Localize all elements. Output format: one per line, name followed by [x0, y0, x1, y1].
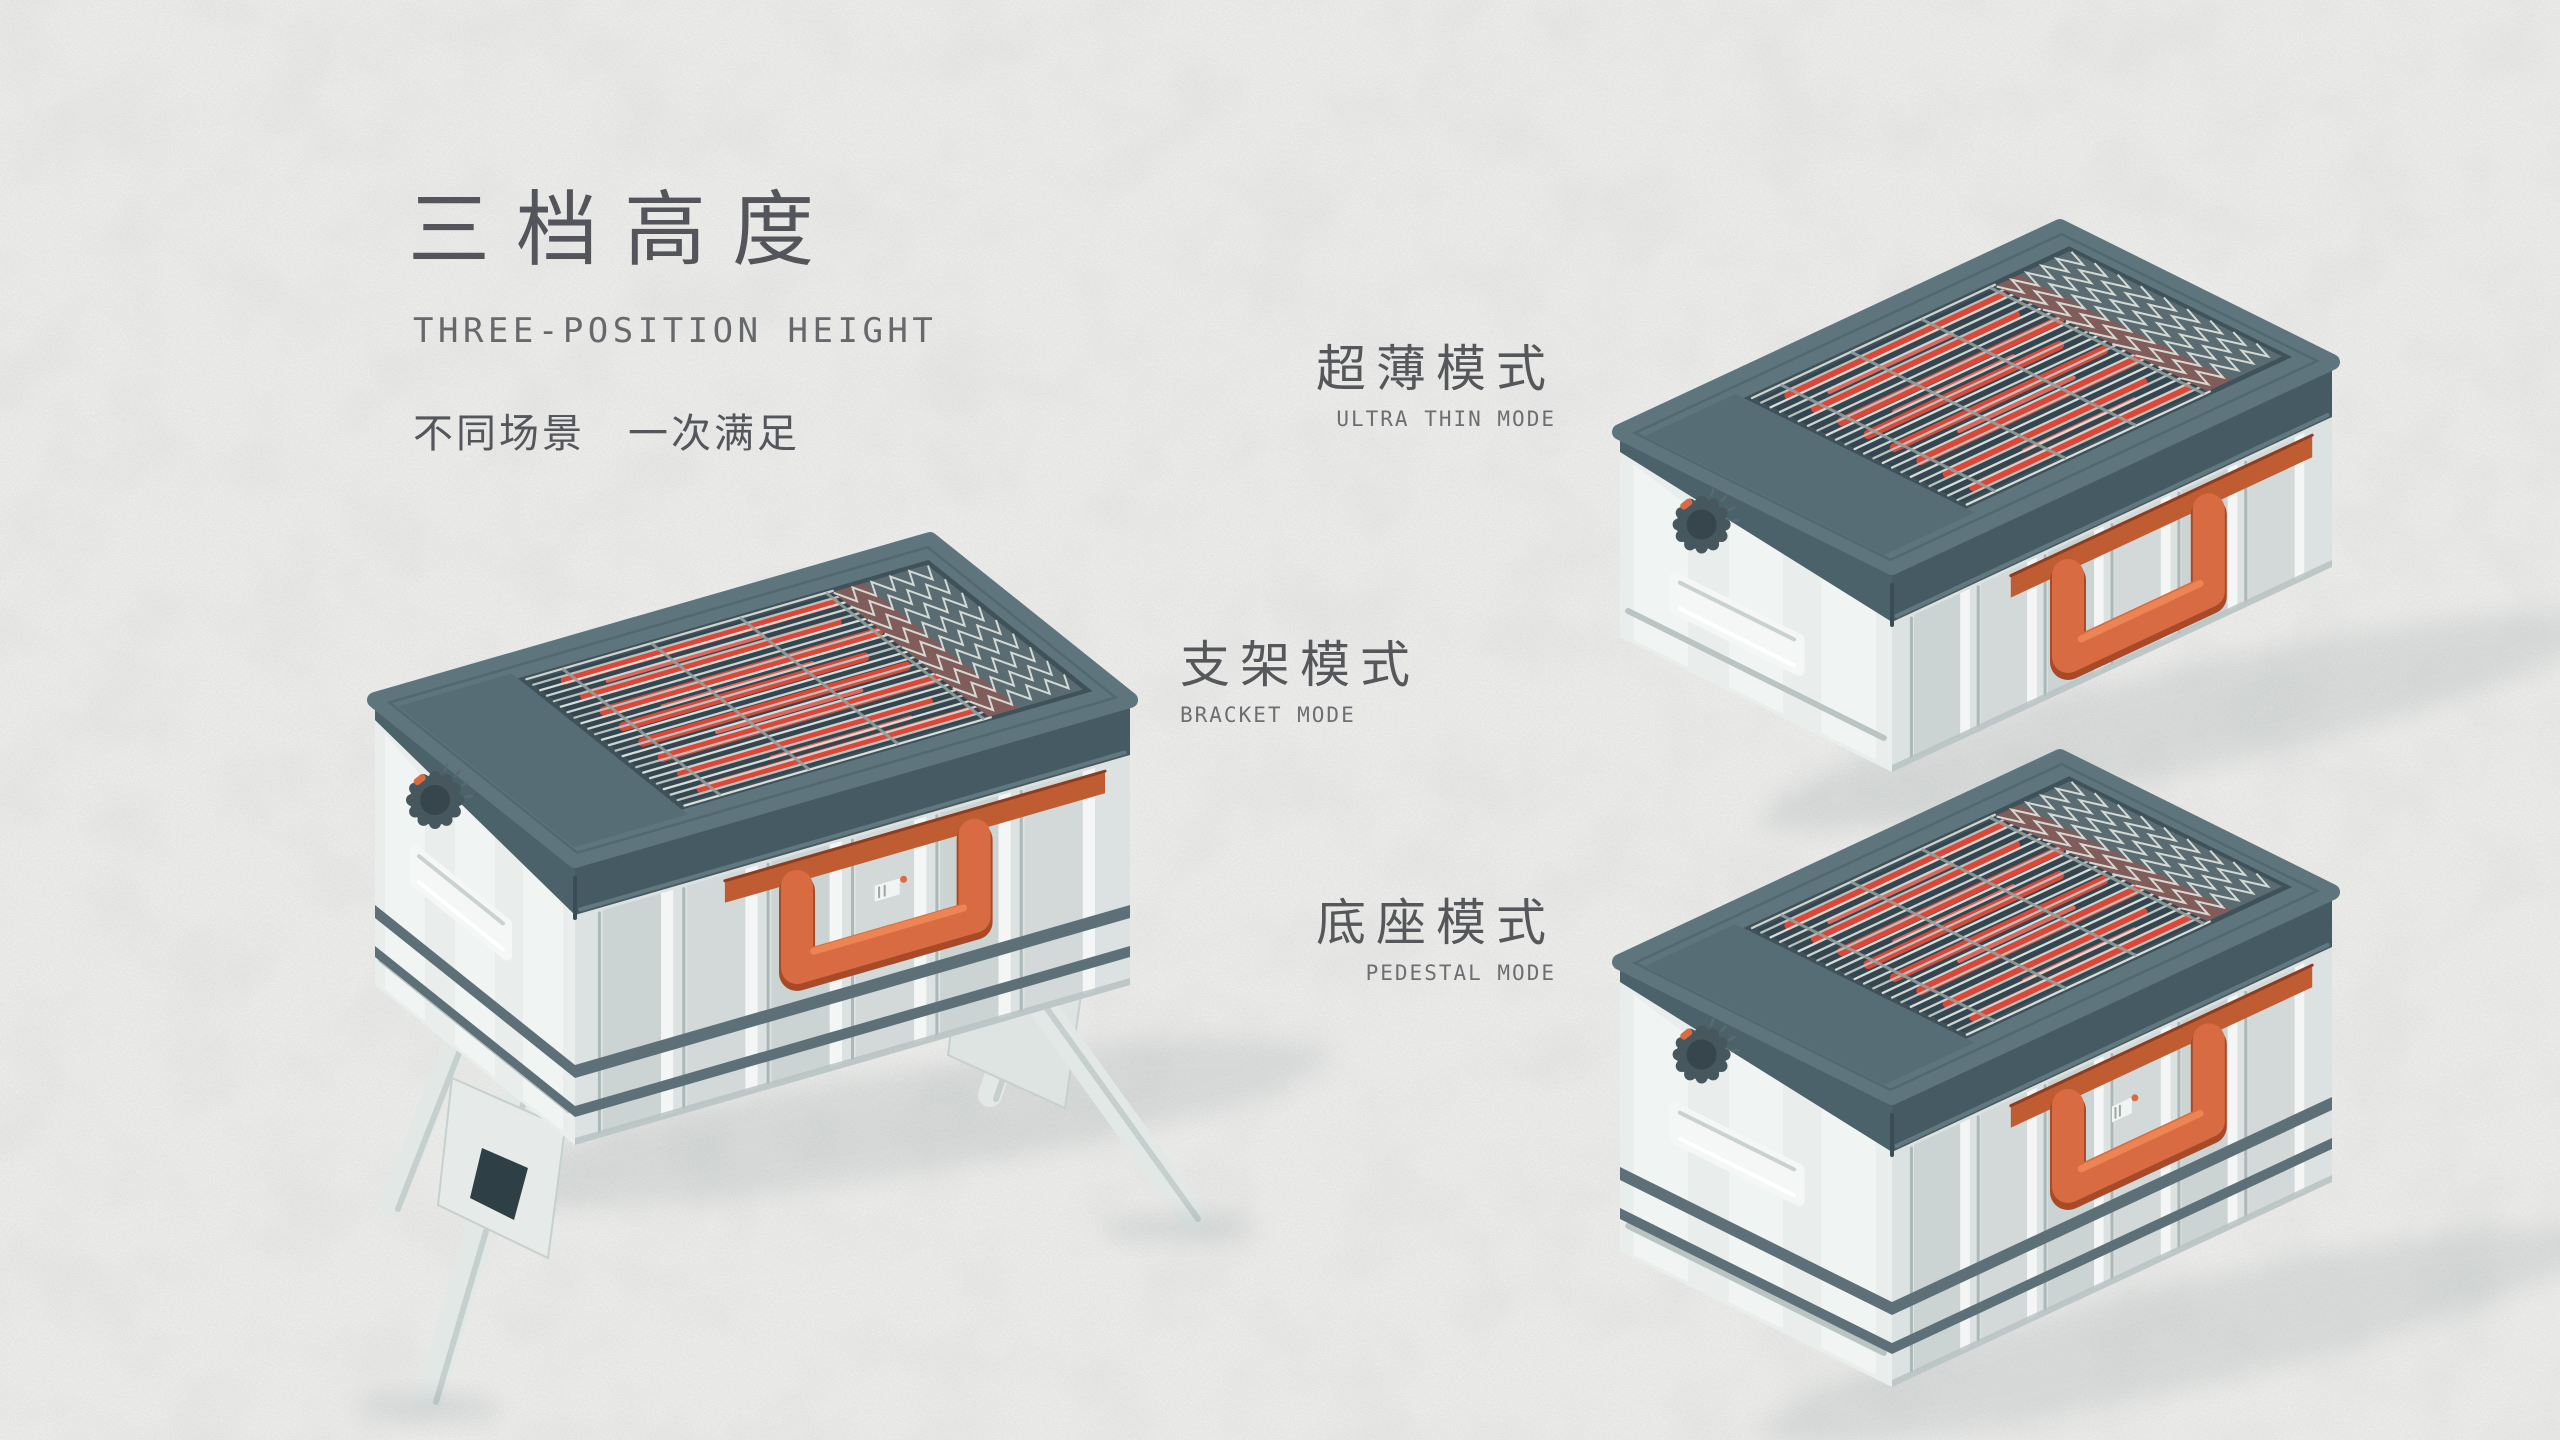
mode-ultra-thin-en: ULTRA THIN MODE	[1336, 407, 1556, 431]
mode-bracket-en: BRACKET MODE	[1180, 703, 1356, 727]
mode-label-bracket: 支架模式 BRACKET MODE	[1180, 640, 1420, 726]
bracket-mode-grill-render	[360, 532, 1328, 1421]
page-title: 三档高度	[408, 185, 841, 276]
grill-grate	[1743, 776, 2293, 1039]
mode-ultra-thin-zh: 超薄模式	[1316, 341, 1556, 397]
mode-label-ultra-thin: 超薄模式 ULTRA THIN MODE	[1316, 344, 1556, 430]
mode-pedestal-en: PEDESTAL MODE	[1365, 961, 1556, 985]
carry-handle	[2050, 493, 2227, 680]
ultra-thin-mode-grill-render	[1612, 219, 2560, 831]
carry-handle	[779, 818, 993, 991]
mode-bracket-zh: 支架模式	[1180, 637, 1420, 693]
page-subtitle: THREE-POSITION HEIGHT	[413, 311, 938, 351]
temperature-control-knob-icon	[406, 763, 474, 829]
temperature-control-knob-icon	[1672, 488, 1740, 554]
recessed-side-pull	[1669, 1102, 1805, 1207]
mode-label-pedestal: 底座模式 PEDESTAL MODE	[1316, 898, 1556, 984]
carry-handle	[2050, 1023, 2227, 1210]
grill-grate	[1743, 246, 2293, 509]
recessed-side-pull	[410, 845, 512, 961]
recessed-side-pull	[1669, 572, 1805, 677]
page-tagline: 不同场景 一次满足	[413, 412, 800, 456]
temperature-control-knob-icon	[1672, 1018, 1740, 1084]
pedestal-mode-grill-render	[1612, 749, 2560, 1440]
mode-pedestal-zh: 底座模式	[1316, 895, 1556, 951]
grill-grate	[517, 560, 1093, 810]
